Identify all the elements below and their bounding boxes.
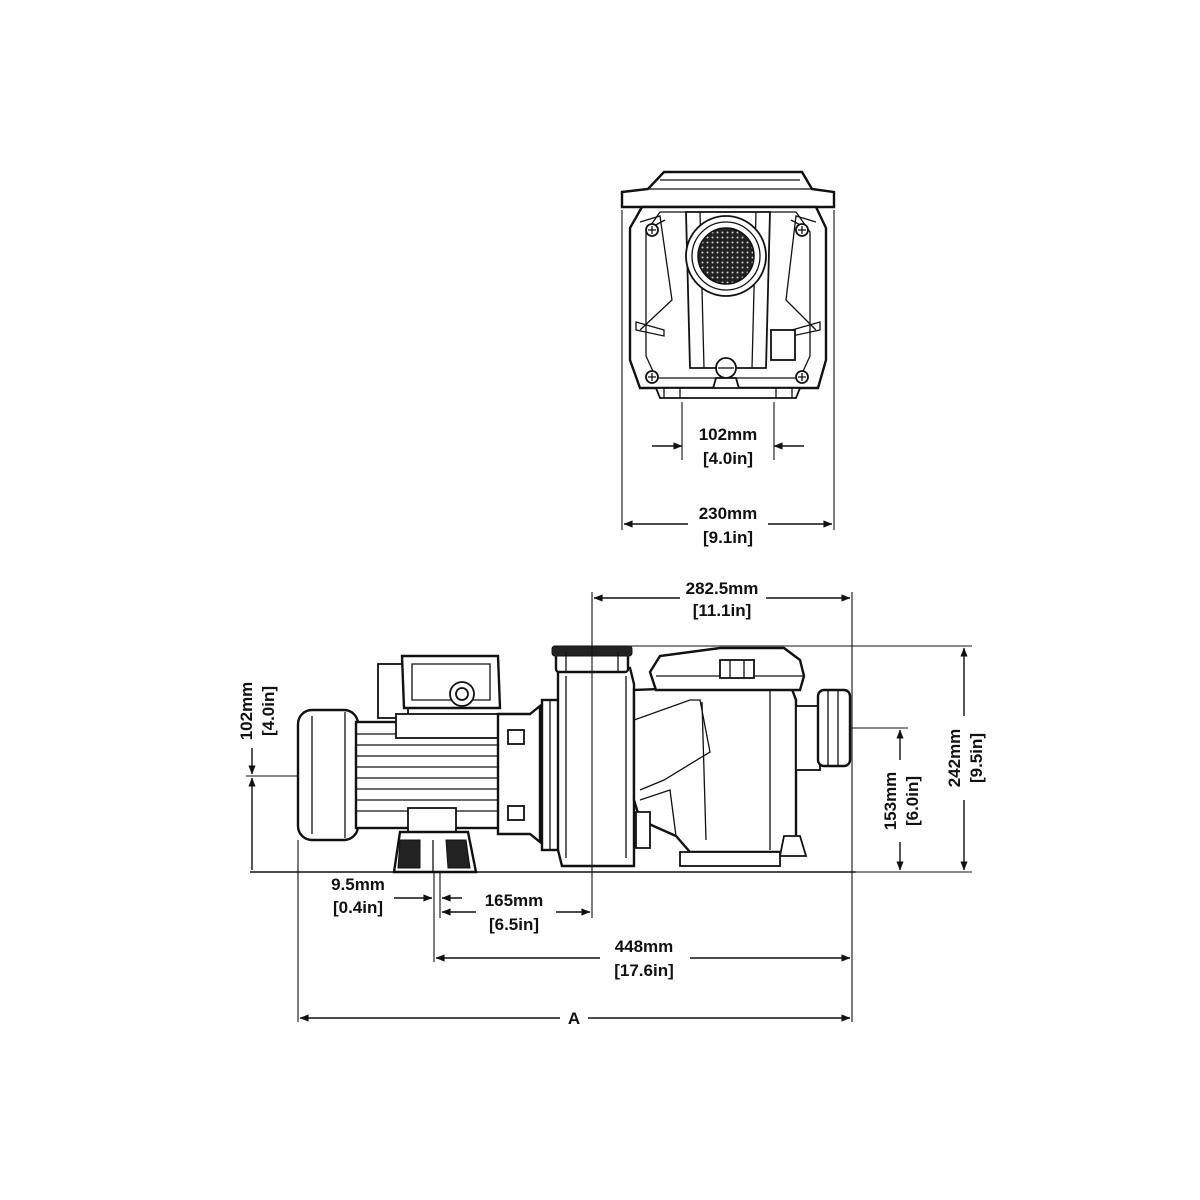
motor-end-cap [296,708,360,842]
svg-text:[4.0in]: [4.0in] [703,449,753,468]
svg-text:[6.0in]: [6.0in] [903,776,922,826]
side-dimensions [246,592,972,1022]
svg-text:[4.0in]: [4.0in] [259,686,278,736]
foot-to-outlet-mm: 448mm [615,937,674,956]
svg-text:[11.1in]: [11.1in] [693,601,752,620]
outlet-height-in: 6.0in [903,782,922,821]
total-height-in: 9.5in [967,739,986,778]
foot-to-housing-in: 6.5in [495,915,534,934]
junction-box [400,654,502,710]
front-inner-width-in: 4.0in [709,449,748,468]
svg-text:[6.5in]: [6.5in] [489,915,539,934]
front-total-width-mm: 230mm [699,504,758,523]
front-inner-width-mm: 102mm [699,425,758,444]
svg-text:[17.6in]: [17.6in] [614,961,674,980]
outlet-height-mm: 153mm [881,772,900,831]
strainer-offset-in: 11.1in [698,601,745,620]
front-total-width-in: 9.1in [709,528,748,547]
foot-to-outlet-in: 17.6in [620,961,668,980]
screw-icon [645,223,809,384]
foot-width-in: 0.4in [339,898,378,917]
strainer-housing [632,682,798,854]
suction-height-in: 4.0in [259,692,278,731]
svg-text:[9.5in]: [9.5in] [967,733,986,783]
strainer-offset-mm: 282.5mm [686,579,759,598]
foot-width-mm: 9.5mm [331,875,385,894]
foot-to-housing-mm: 165mm [485,891,544,910]
motor-fins [356,733,502,812]
pump-volute [556,666,636,868]
suction-height-mm: 102mm [237,682,256,741]
side-view [250,645,856,874]
front-view [620,170,836,399]
total-height-mm: 242mm [945,729,964,788]
svg-text:[9.1in]: [9.1in] [703,528,753,547]
front-dimensions [621,210,835,530]
label-plate [770,329,796,361]
overall-length-label: A [568,1009,580,1028]
outlet-union [816,688,852,768]
svg-text:[0.4in]: [0.4in] [333,898,383,917]
